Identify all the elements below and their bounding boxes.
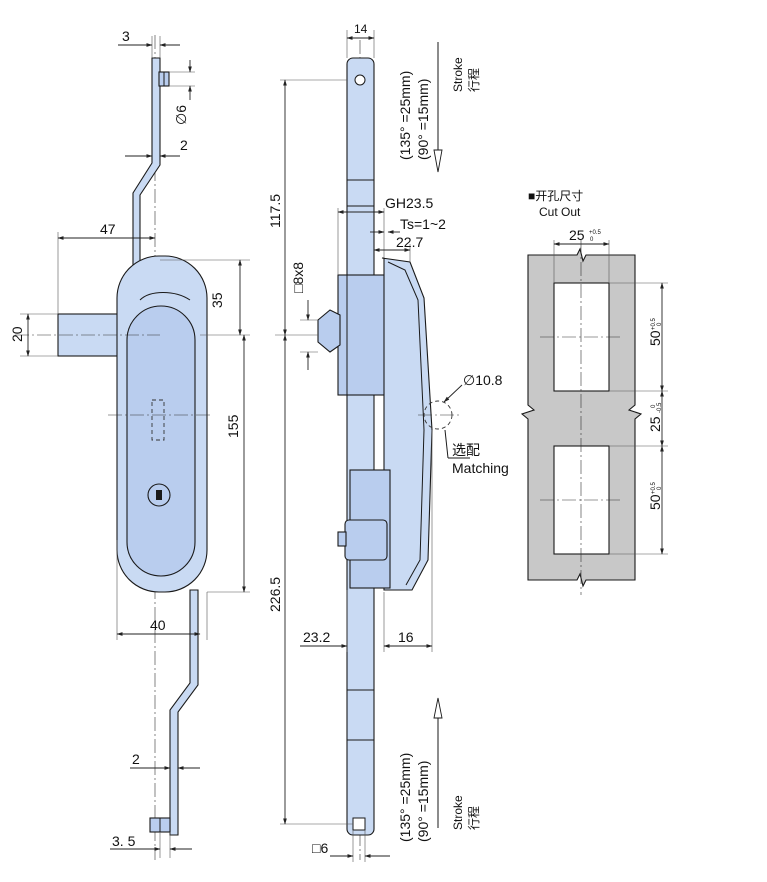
- front-view: 14 117.5 226.5 □8x8 GH23.5 Ts=1~2 22.7 ∅…: [267, 22, 509, 862]
- dim-upper-rod: 117.5: [267, 194, 283, 228]
- dim-handle-offset: 47: [100, 221, 116, 237]
- dim-ts: Ts=1~2: [400, 216, 446, 232]
- dim-body-width: 40: [150, 617, 166, 633]
- handle: [126, 305, 196, 577]
- cutout-dim-hole-upper-tol-upper: +0.5: [651, 317, 657, 330]
- stroke-top-line2: (90° =15mm): [415, 79, 431, 160]
- dim-lower-rod: 226.5: [267, 577, 283, 612]
- stroke-top-cn: 行程: [466, 68, 481, 92]
- stroke-arrow-up: [433, 697, 443, 719]
- dim-top-width: 3: [122, 28, 130, 44]
- dim-body-height: 155: [225, 414, 241, 438]
- cutout-dim-width-tol-lower: 0: [590, 237, 594, 243]
- dim-bottom-width: 3. 5: [112, 833, 136, 849]
- cutout-dim-gap-tol-lower: -0.5: [657, 402, 663, 413]
- dim-rod-offset-top: 2: [180, 137, 188, 153]
- cutout-dim-gap: 25: [647, 416, 663, 432]
- lower-rod: [169, 589, 199, 836]
- dim-pin-diameter: ∅6: [173, 105, 189, 125]
- main-rod: [346, 57, 375, 836]
- stroke-top-en: Stroke: [451, 57, 465, 92]
- cutout-dim-width-tol-upper: +0.5: [589, 230, 602, 236]
- matching-en: Matching: [452, 460, 509, 476]
- dim-square: □8x8: [290, 262, 306, 293]
- dim-gh: GH23.5: [385, 195, 433, 211]
- dim-bottom-square: □6: [312, 840, 328, 856]
- stroke-bottom-cn: 行程: [466, 806, 481, 830]
- stroke-bottom-line2: (90° =15mm): [415, 761, 431, 842]
- side-view: 3 ∅6 2 47 35 20 155 40 2 3. 5: [9, 28, 250, 860]
- dim-rod-depth: 23.2: [303, 629, 330, 645]
- cutout-dim-hole-lower-tol-upper: +0.5: [651, 481, 657, 494]
- square-knob: [317, 309, 341, 353]
- cutout-title-cn: ■开孔尺寸: [528, 189, 583, 203]
- cutout-view: ■开孔尺寸 Cut Out 25 +0.5 0 50 +0.5 0 25 0 -…: [520, 189, 668, 595]
- stroke-bottom-en: Stroke: [451, 795, 465, 830]
- stroke-bottom-line1: (135° =25mm): [397, 753, 413, 842]
- matching-cn: 选配: [452, 442, 480, 458]
- dim-upper-to-axis: 35: [209, 292, 225, 308]
- cutout-dim-width: 25: [569, 227, 585, 243]
- cutout-dim-hole-lower: 50: [647, 494, 663, 510]
- lock-housing: [337, 274, 389, 396]
- dim-rod-offset-bottom: 2: [132, 751, 140, 767]
- cutout-panel: [520, 247, 643, 588]
- latch-hidden: [151, 399, 165, 441]
- dim-boss-height: 20: [9, 326, 25, 342]
- stroke-arrow-down: [433, 149, 443, 173]
- stroke-top-line1: (135° =25mm): [397, 71, 413, 160]
- cutout-dim-gap-tol-upper: 0: [651, 404, 657, 408]
- dim-depth: 22.7: [396, 234, 423, 250]
- cutout-title-en: Cut Out: [539, 205, 581, 219]
- cutout-dim-hole-upper-tol-lower: 0: [657, 322, 663, 326]
- dim-front-top-width: 14: [354, 22, 368, 36]
- cutout-dim-hole-lower-tol-lower: 0: [657, 486, 663, 490]
- dim-handle-depth: 16: [398, 629, 414, 645]
- lower-block: [344, 519, 388, 561]
- cutout-dim-hole-upper: 50: [647, 330, 663, 346]
- dim-hole: ∅10.8: [463, 372, 503, 388]
